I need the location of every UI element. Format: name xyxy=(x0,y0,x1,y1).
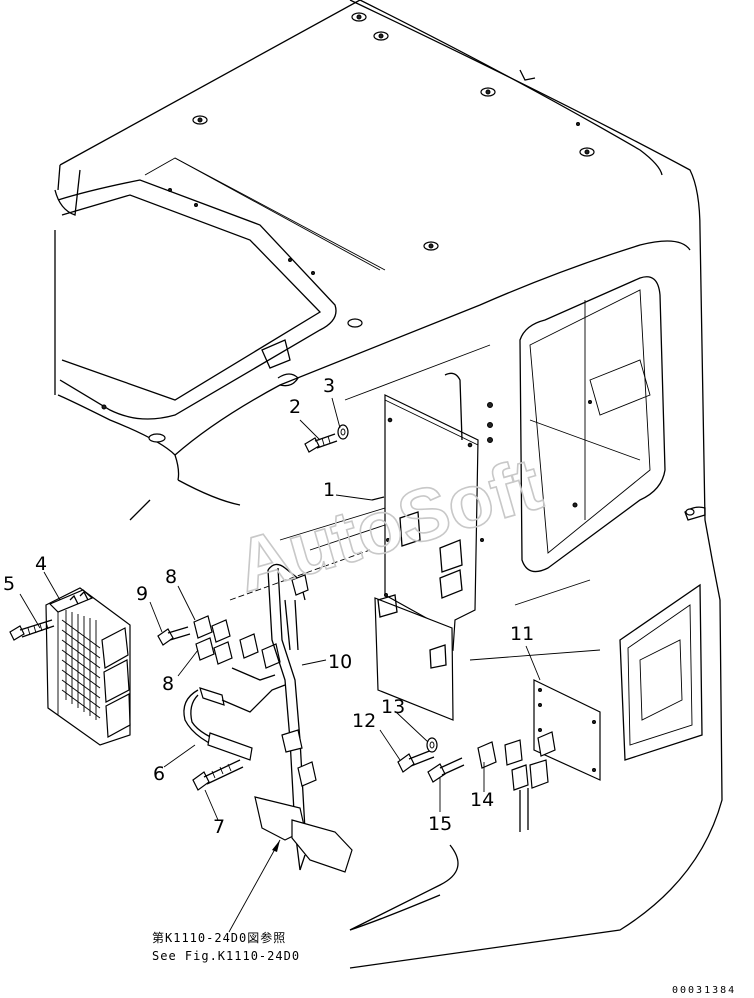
callout-8-bottom: 8 xyxy=(162,673,174,695)
callout-14: 14 xyxy=(470,789,494,811)
callout-4: 4 xyxy=(35,553,47,575)
wiring-harness xyxy=(183,563,353,873)
callout-labels: 1 2 3 4 5 6 7 8 8 9 10 11 12 13 14 15 xyxy=(3,375,534,838)
bolt-15 xyxy=(427,757,465,783)
callout-10: 10 xyxy=(328,651,352,673)
callout-3: 3 xyxy=(323,375,335,397)
callout-2: 2 xyxy=(289,396,301,418)
callout-8-top: 8 xyxy=(165,566,177,588)
relays-8 xyxy=(193,615,281,669)
bolt-9 xyxy=(157,626,191,646)
controller-unit xyxy=(45,587,131,746)
bolt-2 xyxy=(304,433,338,453)
relay-bracket xyxy=(533,679,601,781)
leader-lines xyxy=(19,397,541,933)
callout-6: 6 xyxy=(153,763,165,785)
washer-13 xyxy=(426,737,438,753)
callout-13: 13 xyxy=(381,696,405,718)
callout-9: 9 xyxy=(136,583,148,605)
callout-11: 11 xyxy=(510,623,534,645)
callout-15: 15 xyxy=(428,813,452,835)
relay-14 xyxy=(477,731,556,832)
callout-1: 1 xyxy=(323,479,335,501)
reference-arrow xyxy=(272,840,280,852)
document-id: 00031384 xyxy=(672,985,736,996)
reference-note-en: See Fig.K1110-24D0 xyxy=(152,949,300,963)
callout-12: 12 xyxy=(352,710,376,732)
callout-5: 5 xyxy=(3,573,15,595)
bolt-7 xyxy=(192,759,244,791)
bolt-5 xyxy=(9,619,55,641)
washer-3 xyxy=(337,424,349,440)
callout-7: 7 xyxy=(213,816,225,838)
mounting-bracket xyxy=(371,372,493,721)
bolt-12 xyxy=(397,749,435,773)
reference-note-jp: 第K1110-24D0図参照 xyxy=(152,930,286,945)
cab-body xyxy=(54,0,723,969)
